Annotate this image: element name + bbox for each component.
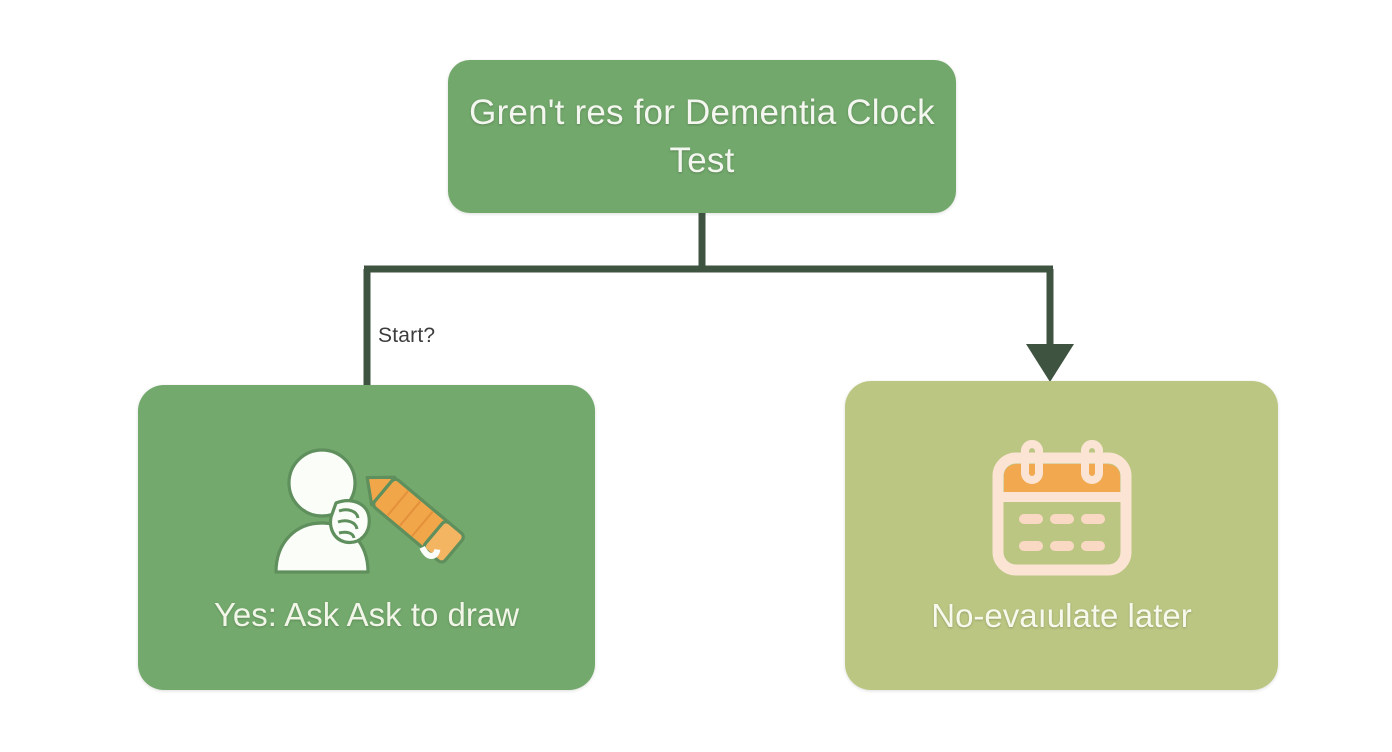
node-no-evaluate-later[interactable]: No-evaıulate later (845, 381, 1278, 690)
node-root-label: Gren't res for Dementia Clock Test (469, 92, 935, 180)
calendar-icon (986, 438, 1138, 578)
arrowhead-icon (1026, 344, 1074, 382)
node-no-label: No-evaıulate later (931, 596, 1192, 634)
node-dementia-clock-test[interactable]: Gren't res for Dementia Clock Test (448, 60, 956, 213)
node-yes-label: Yes: Ask Ask to draw (213, 595, 520, 633)
node-yes-ask-to-draw[interactable]: Yes: Ask Ask to draw (138, 385, 595, 690)
person-with-pencil-icon (259, 441, 475, 577)
edge-label-start: Start? (378, 324, 436, 347)
